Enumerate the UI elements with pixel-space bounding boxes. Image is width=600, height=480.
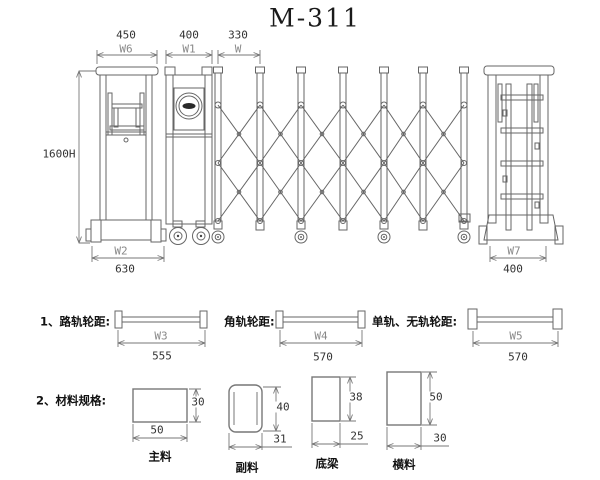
wheelbase-rail-label: 1、路轨轮距: xyxy=(40,314,111,329)
fuliao-height: 40 xyxy=(275,400,291,414)
wheelbase-rail-number: 555 xyxy=(152,349,172,363)
brand-emblem-icon xyxy=(175,92,203,120)
hengliao-width: 30 xyxy=(432,431,448,445)
dim-end-post-code: W7 xyxy=(507,244,521,258)
end-post xyxy=(478,65,564,245)
motor-wheels xyxy=(169,227,210,245)
dimension-lines xyxy=(79,50,558,450)
wheelbase-corner-number: 570 xyxy=(313,350,333,364)
wheelbase-trackless-code: W5 xyxy=(508,329,524,343)
dim-motor-post-number: 400 xyxy=(179,28,199,42)
wheelbase-trackless-label: 单轨、无轨轮距: xyxy=(372,314,458,329)
dim-left-post-number: 450 xyxy=(116,28,136,42)
dim-motor-post-code: W1 xyxy=(182,42,196,56)
dim-end-post-number: 400 xyxy=(503,262,523,276)
expanding-lattice xyxy=(211,66,471,244)
fuliao-width: 31 xyxy=(272,432,288,446)
wheelbase-rail-code: W3 xyxy=(153,329,169,343)
page-title: M-311 xyxy=(269,3,361,33)
fuliao-name: 副料 xyxy=(235,460,259,475)
hengliao-height: 50 xyxy=(428,390,444,404)
caster-wheels xyxy=(211,220,471,244)
section-zhuliao xyxy=(132,388,188,423)
wheelbase-corner-label: 角轨轮距: xyxy=(224,314,275,329)
section-fuliao xyxy=(228,384,263,433)
dim-segment-number: 330 xyxy=(228,28,248,42)
zhuliao-name: 主料 xyxy=(148,449,172,464)
wheelbase-corner-code: W4 xyxy=(313,329,329,343)
diliang-width: 25 xyxy=(349,429,365,443)
axle-w3 xyxy=(114,310,208,329)
materials-label: 2、材料规格: xyxy=(36,393,107,408)
motor-post xyxy=(164,66,213,245)
material-sections xyxy=(132,371,422,433)
diliang-height: 38 xyxy=(348,390,364,404)
diliang-name: 底梁 xyxy=(315,456,339,471)
zhuliao-width: 50 xyxy=(150,423,164,437)
section-diliang xyxy=(311,376,341,422)
dim-left-post-code: W6 xyxy=(119,42,133,56)
axle-w4 xyxy=(275,310,366,329)
axle-w5 xyxy=(467,308,563,330)
zhuliao-height: 30 xyxy=(190,395,206,409)
left-post xyxy=(85,66,167,243)
hengliao-name: 横料 xyxy=(392,457,416,472)
dim-segment-code: W xyxy=(234,42,242,56)
wheelbase-trackless-number: 570 xyxy=(508,350,528,364)
section-hengliao xyxy=(386,371,422,426)
dim-height-number: 1600H xyxy=(41,147,77,161)
dim-base-number: 630 xyxy=(115,262,135,276)
dim-base-code: W2 xyxy=(114,244,128,258)
